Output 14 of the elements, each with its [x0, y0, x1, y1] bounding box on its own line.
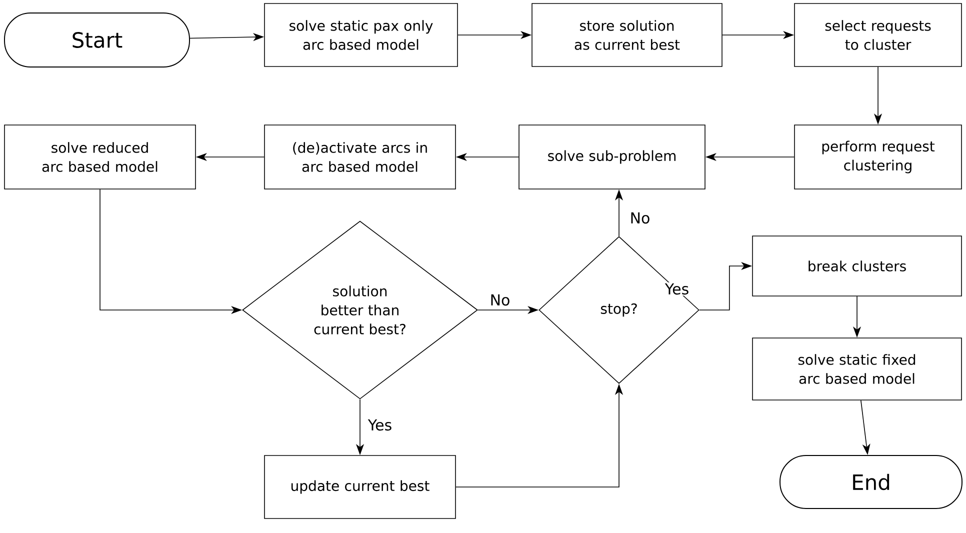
process-box: store solution as current best [532, 3, 722, 67]
process-box: break clusters [752, 236, 962, 296]
edge-label: No [628, 211, 652, 225]
process-box: solve sub-problem [518, 124, 706, 190]
edge-label: Yes [366, 418, 394, 432]
process-box: select requests to cluster [794, 3, 962, 67]
process-box: solve reduced arc based model [4, 124, 196, 190]
edge-label: Yes [664, 282, 690, 296]
process-box: update current best [264, 455, 456, 519]
process-box: (de)activate arcs in arc based model [264, 124, 456, 190]
edge-label: No [488, 293, 512, 307]
process-box: solve static pax only arc based model [264, 3, 458, 67]
process-box: perform request clustering [794, 124, 962, 190]
process-box: solve static fixed arc based model [752, 338, 962, 400]
